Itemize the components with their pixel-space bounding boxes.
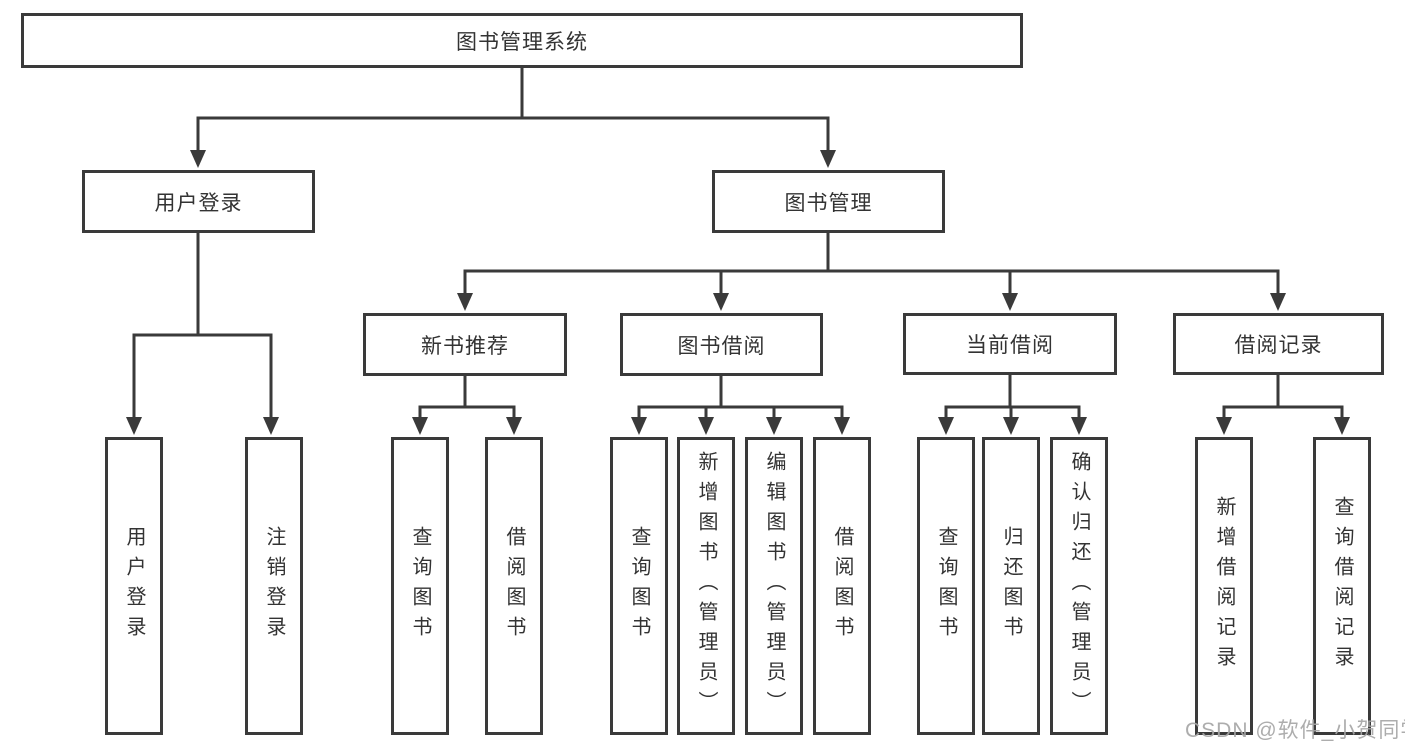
leaf-label: 注销登录	[263, 526, 285, 646]
node-borrowing-records: 借阅记录	[1173, 313, 1384, 375]
node-book-borrowing: 图书借阅	[620, 313, 823, 376]
node-book-management: 图书管理	[712, 170, 945, 233]
node-user-login-leaf: 用户登录	[105, 437, 163, 735]
node-new-book-recommendation: 新书推荐	[363, 313, 567, 376]
node-query-book-1: 查询图书	[391, 437, 449, 735]
node-library-management-system: 图书管理系统	[21, 13, 1023, 68]
leaf-label: 借阅图书	[503, 526, 525, 646]
node-query-book-2: 查询图书	[610, 437, 668, 735]
arrowhead-down-icons	[126, 150, 1350, 435]
leaf-label: 编辑图书（管理员）	[763, 451, 785, 721]
connector-lines	[132, 68, 1344, 418]
node-borrow-book-2: 借阅图书	[813, 437, 871, 735]
node-borrow-book-1: 借阅图书	[485, 437, 543, 735]
node-confirm-return-admin: 确认归还（管理员）	[1050, 437, 1108, 735]
leaf-label: 归还图书	[1000, 526, 1022, 646]
leaf-label: 查询图书	[935, 526, 957, 646]
node-logout-leaf: 注销登录	[245, 437, 303, 735]
node-add-borrow-record: 新增借阅记录	[1195, 437, 1253, 735]
leaf-label: 查询借阅记录	[1331, 496, 1353, 676]
node-user-login: 用户登录	[82, 170, 315, 233]
node-add-book-admin: 新增图书（管理员）	[677, 437, 735, 735]
node-query-borrow-record: 查询借阅记录	[1313, 437, 1371, 735]
leaf-label: 新增图书（管理员）	[695, 451, 717, 721]
leaf-label: 查询图书	[409, 526, 431, 646]
leaf-label: 查询图书	[628, 526, 650, 646]
node-edit-book-admin: 编辑图书（管理员）	[745, 437, 803, 735]
leaf-label: 借阅图书	[831, 526, 853, 646]
node-query-book-3: 查询图书	[917, 437, 975, 735]
leaf-label: 用户登录	[123, 526, 145, 646]
leaf-label: 确认归还（管理员）	[1068, 451, 1090, 721]
node-current-borrowing: 当前借阅	[903, 313, 1117, 375]
csdn-watermark: CSDN @软件_小贺同学	[1185, 719, 1405, 742]
node-return-book: 归还图书	[982, 437, 1040, 735]
leaf-label: 新增借阅记录	[1213, 496, 1235, 676]
